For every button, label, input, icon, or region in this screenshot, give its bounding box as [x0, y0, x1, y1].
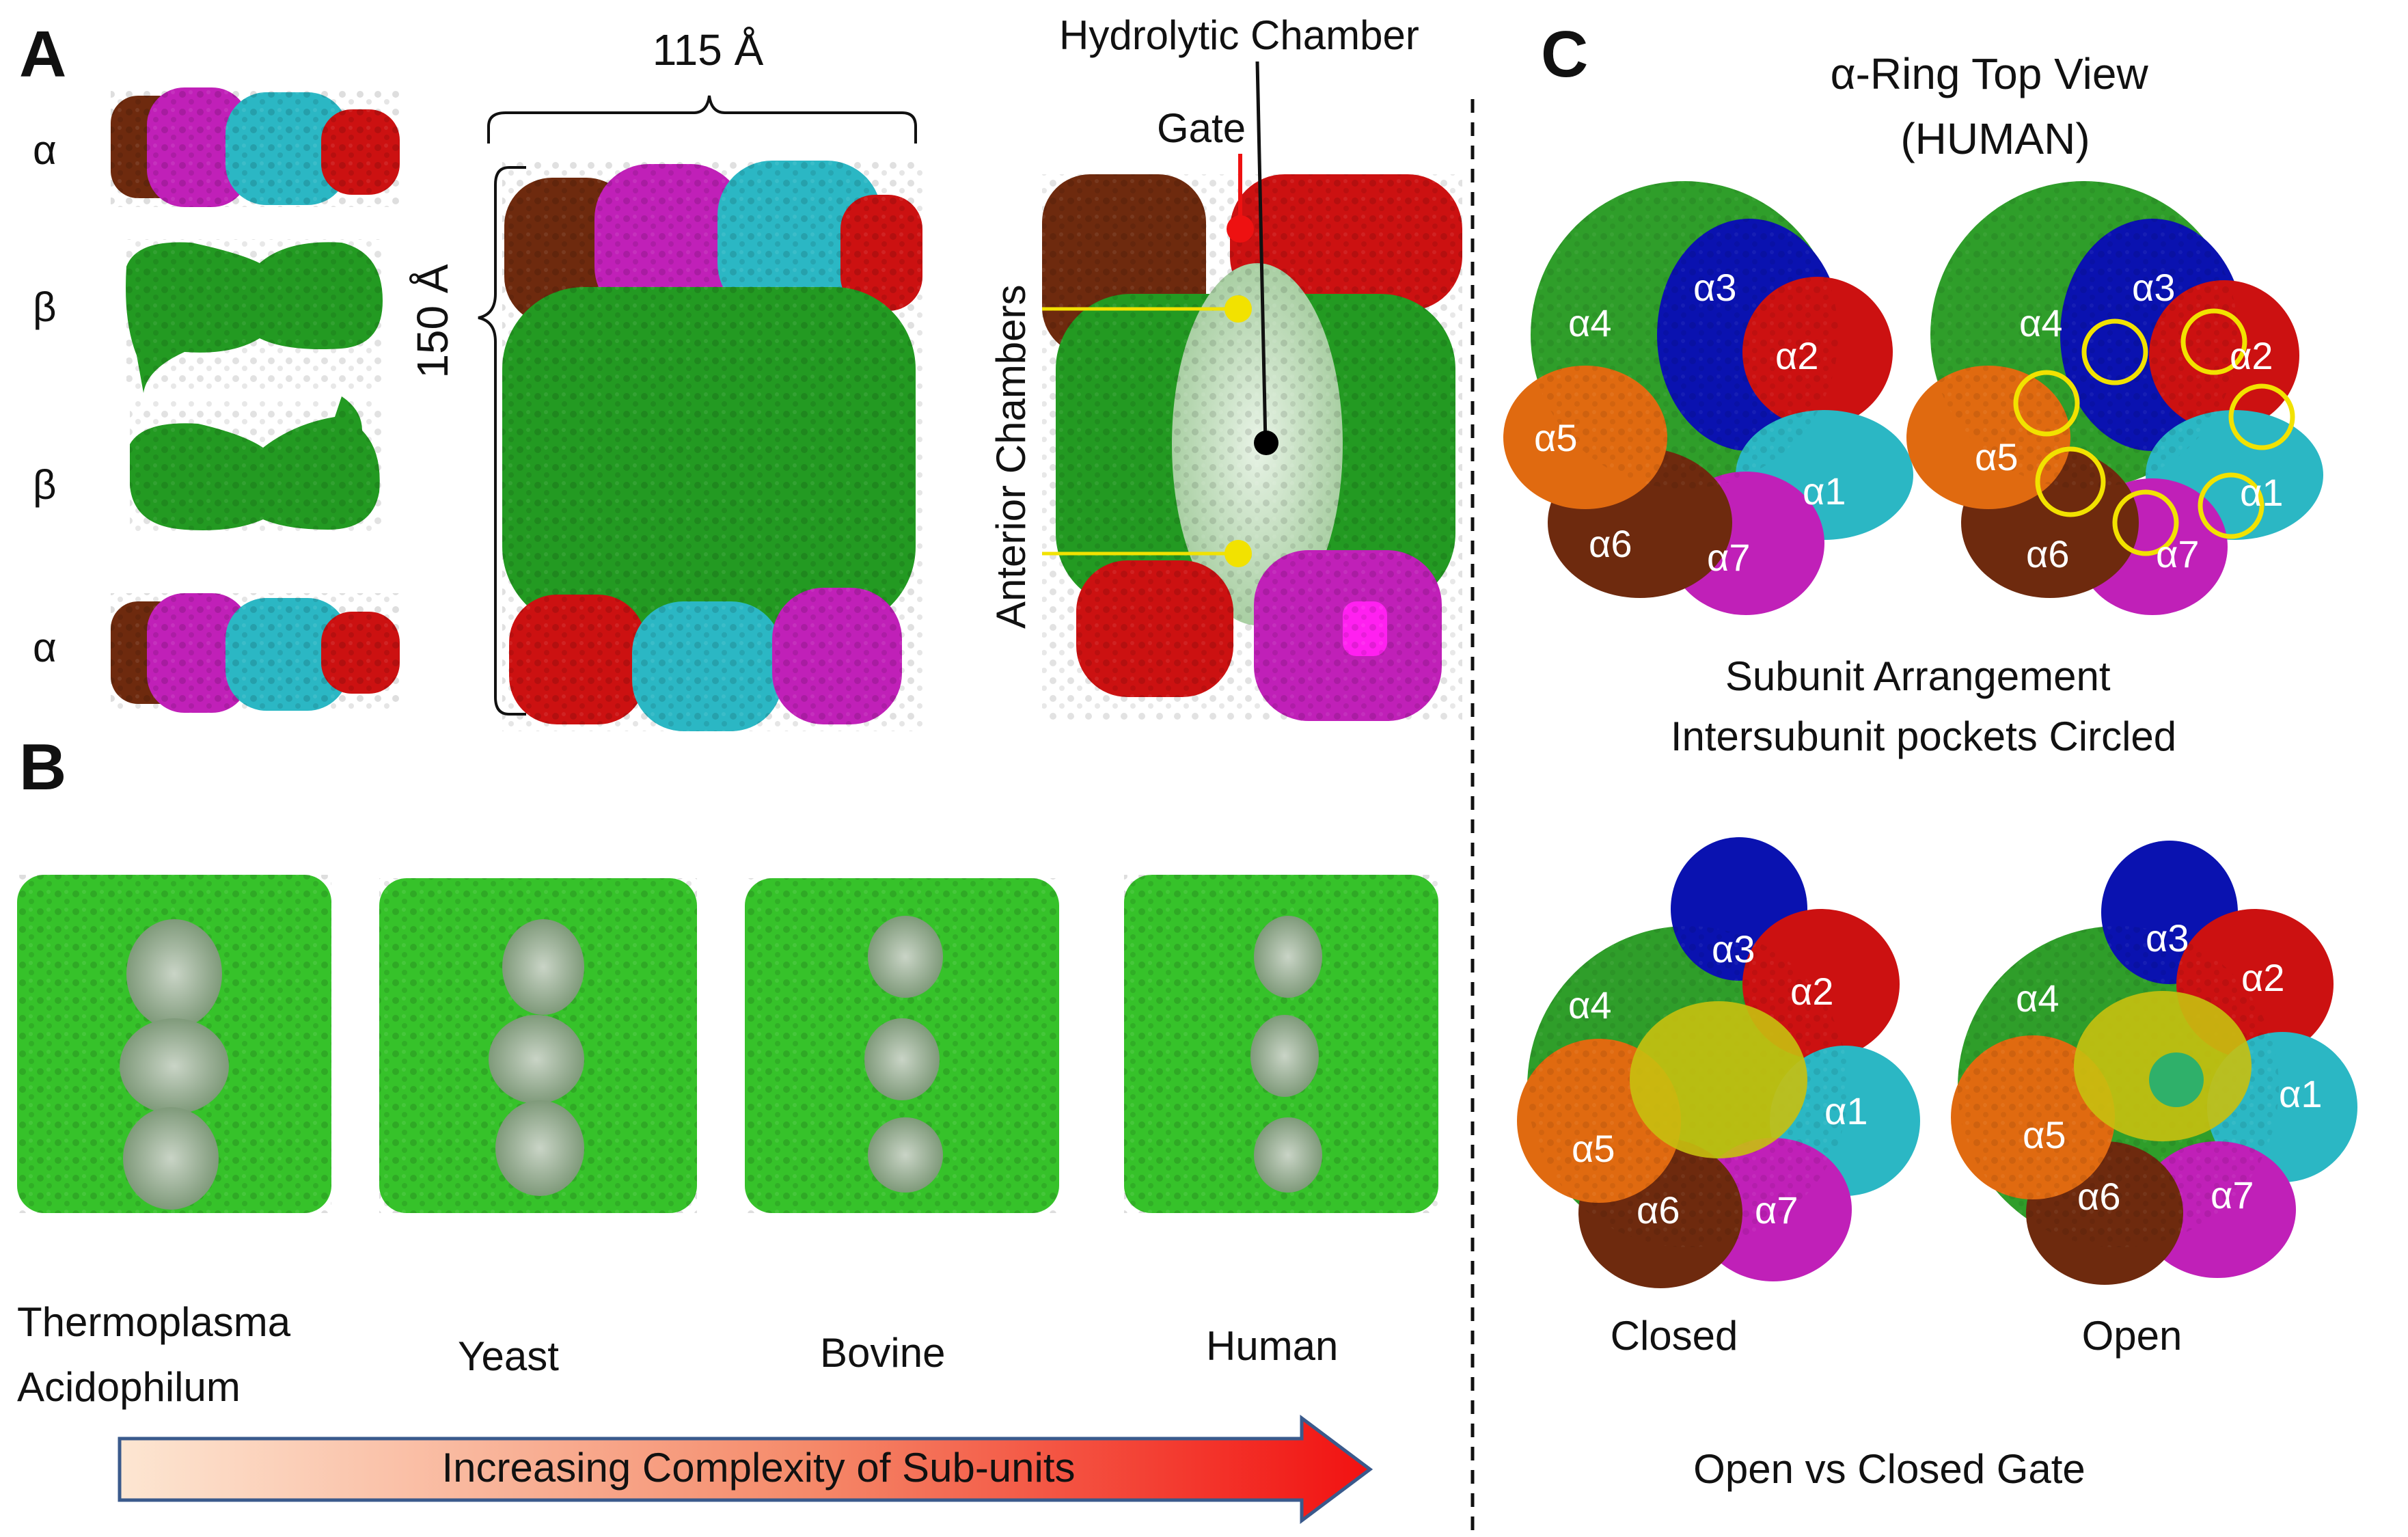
subunit-label: α5 [1534, 416, 1578, 459]
subunit-label: α4 [1568, 301, 1612, 344]
pocket-circle [2013, 370, 2080, 437]
gate-marker [1227, 215, 1254, 243]
beta-ring-top [126, 239, 383, 393]
ring-label-beta-top: β [33, 284, 57, 330]
anterior-marker-top [1224, 295, 1252, 323]
species-structure-human [1124, 875, 1438, 1213]
subunit-label: α7 [2156, 532, 2200, 575]
species-label-human: Human [1206, 1323, 1338, 1369]
subunit-label: α7 [1755, 1188, 1798, 1232]
subunit-label: α1 [2279, 1072, 2323, 1115]
subunit-label: α3 [1712, 927, 1755, 970]
species-structure-thermoplasma [17, 875, 331, 1213]
complexity-arrow [118, 1415, 1373, 1524]
subunit-label: α2 [2230, 334, 2273, 377]
anterior-chambers-label: Anterior Chambers [988, 284, 1034, 629]
species-label-thermoplasma: Thermoplasma Acidophilum [17, 1299, 302, 1410]
species-structure-yeast [379, 878, 697, 1213]
proteasome-cutaway [1042, 174, 1462, 721]
hydrolytic-pointer-line [1255, 61, 1268, 444]
height-label: 150 Å [408, 264, 457, 379]
species-structure-bovine [745, 878, 1059, 1213]
subunit-label: α4 [2016, 977, 2060, 1020]
subunit-label: α2 [2241, 956, 2285, 999]
subunit-label: α3 [1693, 266, 1737, 309]
closed-label: Closed [1611, 1313, 1738, 1359]
pocket-circle [2081, 318, 2148, 385]
subunit-label: α5 [1572, 1127, 1615, 1170]
subunit-label: α7 [2211, 1173, 2254, 1216]
anterior-marker-bottom [1224, 540, 1252, 567]
subunit-label: α4 [1568, 983, 1612, 1026]
pocket-circle [2112, 489, 2179, 556]
subunit-label: α6 [1637, 1188, 1680, 1232]
ring-open-gate [1951, 841, 2357, 1285]
proteasome-side-view [502, 161, 922, 731]
ring-top-view-1 [1503, 181, 1913, 615]
subunit-label: α3 [2132, 266, 2176, 309]
subunit-label: α2 [1775, 334, 1819, 377]
subunit-labels-closed: α3 α2 α4 α5 α1 α6 α7 [1568, 927, 1868, 1232]
subunit-label: α6 [1589, 522, 1632, 565]
ring-label-alpha-top: α [33, 127, 57, 173]
subunit-label: α4 [2019, 301, 2063, 344]
subunit-label: α5 [2023, 1113, 2066, 1156]
panel-b-letter: B [19, 731, 66, 804]
ring-closed-gate [1517, 837, 1920, 1288]
subunit-label: α6 [2077, 1175, 2121, 1218]
panel-a: A α β β α [19, 12, 1462, 731]
ring-top-view-title: α-Ring Top View (HUMAN) [1831, 49, 2161, 163]
subunit-label: α6 [2026, 532, 2070, 575]
hydrolytic-marker [1254, 431, 1278, 455]
panel-b: B Therm [17, 731, 1438, 1524]
subunit-label: α7 [1707, 536, 1751, 579]
gate-comparison-caption: Open vs Closed Gate [1693, 1446, 2085, 1492]
ring-label-beta-bottom: β [33, 462, 57, 508]
panel-c-letter: C [1541, 18, 1588, 91]
gate-pore [2149, 1052, 2204, 1107]
pocket-circle [2198, 472, 2265, 539]
subunit-labels-ring-1: α3 α2 α4 α5 α1 α6 α7 [1534, 266, 1846, 579]
ring-label-alpha-bottom: α [33, 625, 57, 670]
subunit-label: α1 [2240, 471, 2284, 514]
subunit-labels-ring-2: α3 α2 α4 α5 α1 α6 α7 [1975, 266, 2284, 575]
pocket-circle [2228, 383, 2295, 450]
beta-ring-bottom [130, 396, 383, 533]
subunit-label: α5 [1975, 435, 2019, 478]
pocket-circle [2035, 446, 2106, 517]
subunit-arrangement-caption: Subunit Arrangement Intersubunit pockets… [1671, 653, 2176, 759]
panel-c: C α-Ring Top View (HUMAN) [1503, 18, 2357, 1492]
subunit-label: α1 [1803, 470, 1846, 513]
pocket-circles [2013, 308, 2295, 556]
species-label-bovine: Bovine [820, 1330, 945, 1376]
open-label: Open [2082, 1313, 2183, 1359]
alpha-ring-top [111, 87, 400, 207]
subunit-label: α3 [2146, 916, 2189, 960]
subunit-label: α2 [1790, 970, 1834, 1013]
hydrolytic-chamber-label: Hydrolytic Chamber [1059, 12, 1419, 58]
gate-label: Gate [1157, 105, 1246, 151]
gate-overlay-closed [1630, 1001, 1807, 1158]
species-label-yeast: Yeast [458, 1333, 559, 1379]
width-label: 115 Å [653, 25, 764, 74]
ring-top-view-2 [1906, 181, 2323, 615]
alpha-ring-bottom [111, 593, 400, 713]
height-brace [478, 166, 526, 716]
subunit-labels-open: α3 α2 α4 α5 α1 α6 α7 [2016, 916, 2323, 1218]
complexity-arrow-label: Increasing Complexity of Sub-units [441, 1445, 1075, 1491]
width-brace [487, 95, 917, 144]
subunit-label: α1 [1824, 1089, 1868, 1132]
panel-a-letter: A [19, 18, 66, 91]
pocket-circle [2180, 308, 2247, 375]
